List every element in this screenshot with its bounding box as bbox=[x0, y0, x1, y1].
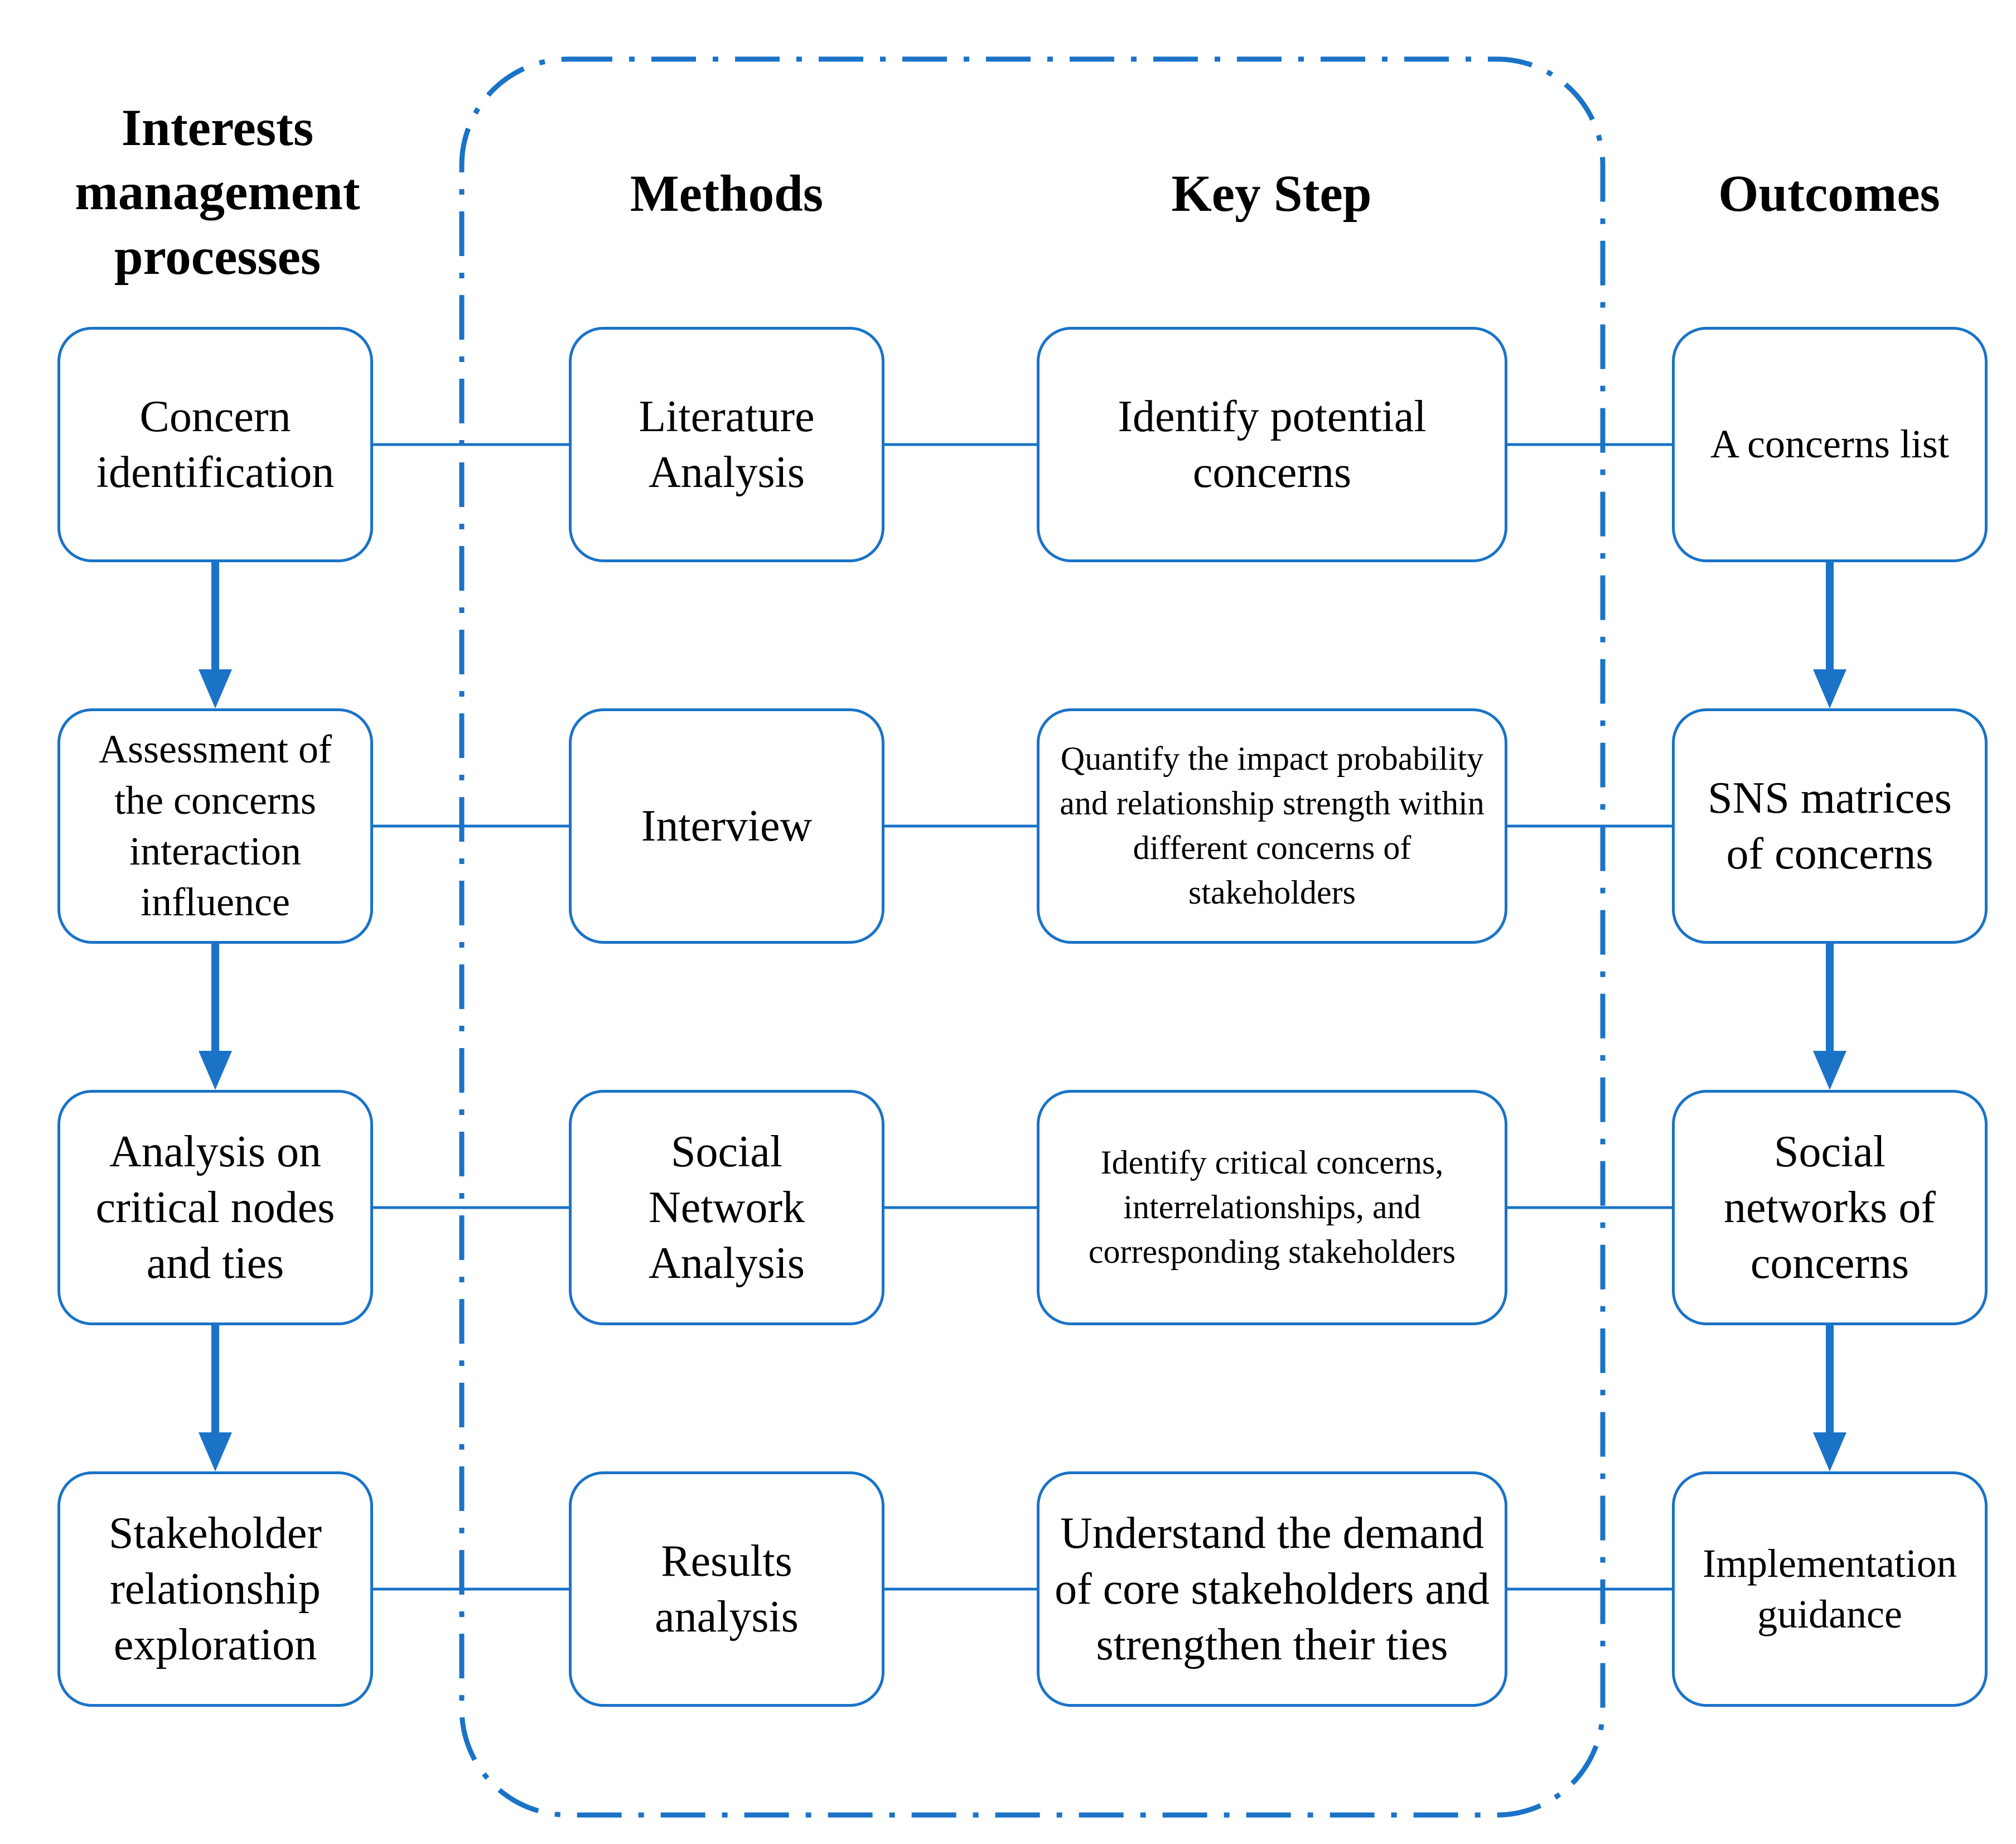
outcome-box-implementation-guidance: Implementation guidance bbox=[1672, 1471, 1988, 1707]
outcome-box-social-networks: Social networks of concerns bbox=[1672, 1090, 1988, 1325]
keystep-box-critical-concerns: Identify critical concerns, interrelatio… bbox=[1037, 1090, 1507, 1325]
process-box-stakeholder-relationship: Stakeholder relationship exploration bbox=[57, 1471, 373, 1707]
method-box-literature-analysis: Literature Analysis bbox=[569, 327, 884, 562]
row-connectors bbox=[373, 443, 1672, 1591]
method-box-interview: Interview bbox=[569, 708, 884, 944]
process-label: Analysis on critical nodes and ties bbox=[95, 1127, 335, 1288]
process-box-assessment: Assessment of the concerns interaction i… bbox=[57, 708, 373, 944]
outcome-label: Social networks of concerns bbox=[1724, 1127, 1936, 1288]
method-label: Literature Analysis bbox=[639, 392, 815, 497]
keystep-box-identify-concerns: Identify potential concerns bbox=[1037, 327, 1507, 562]
method-label: Interview bbox=[641, 802, 813, 851]
method-label: Social Network Analysis bbox=[649, 1127, 805, 1288]
outcome-label: SNS matrices of concerns bbox=[1708, 774, 1952, 878]
process-label: Stakeholder relationship exploration bbox=[108, 1509, 322, 1669]
header-methods: Methods bbox=[630, 165, 824, 223]
method-box-social-network-analysis: Social Network Analysis bbox=[569, 1090, 884, 1325]
outcome-box-sns-matrices: SNS matrices of concerns bbox=[1672, 708, 1988, 944]
process-arrows bbox=[199, 562, 232, 1471]
outcome-label: A concerns list bbox=[1710, 422, 1949, 467]
process-label: Concern identification bbox=[96, 392, 335, 497]
keystep-box-quantify-impact: Quantify the impact probability and rela… bbox=[1037, 708, 1507, 944]
header-outcomes: Outcomes bbox=[1718, 165, 1940, 223]
header-processes: Interests management processes bbox=[75, 99, 360, 286]
header-key-step: Key Step bbox=[1171, 165, 1372, 223]
keystep-label: Identify potential concerns bbox=[1118, 392, 1427, 497]
method-label: Results analysis bbox=[655, 1537, 799, 1642]
outcome-label: Implementation guidance bbox=[1703, 1541, 1957, 1637]
process-label: Assessment of the concerns interaction i… bbox=[99, 727, 332, 925]
process-box-critical-nodes: Analysis on critical nodes and ties bbox=[57, 1090, 373, 1325]
keystep-box-core-stakeholders: Understand the demand of core stakeholde… bbox=[1037, 1471, 1507, 1707]
process-box-concern-identification: Concern identification bbox=[57, 327, 373, 562]
keystep-label: Understand the demand of core stakeholde… bbox=[1055, 1509, 1490, 1669]
keystep-label: Identify critical concerns, interrelatio… bbox=[1088, 1144, 1456, 1270]
outcome-box-concerns-list: A concerns list bbox=[1672, 327, 1988, 562]
methods-keystep-frame bbox=[459, 56, 1606, 1818]
keystep-label: Quantify the impact probability and rela… bbox=[1060, 740, 1485, 911]
outcome-arrows bbox=[1813, 562, 1846, 1471]
method-box-results-analysis: Results analysis bbox=[569, 1471, 884, 1707]
